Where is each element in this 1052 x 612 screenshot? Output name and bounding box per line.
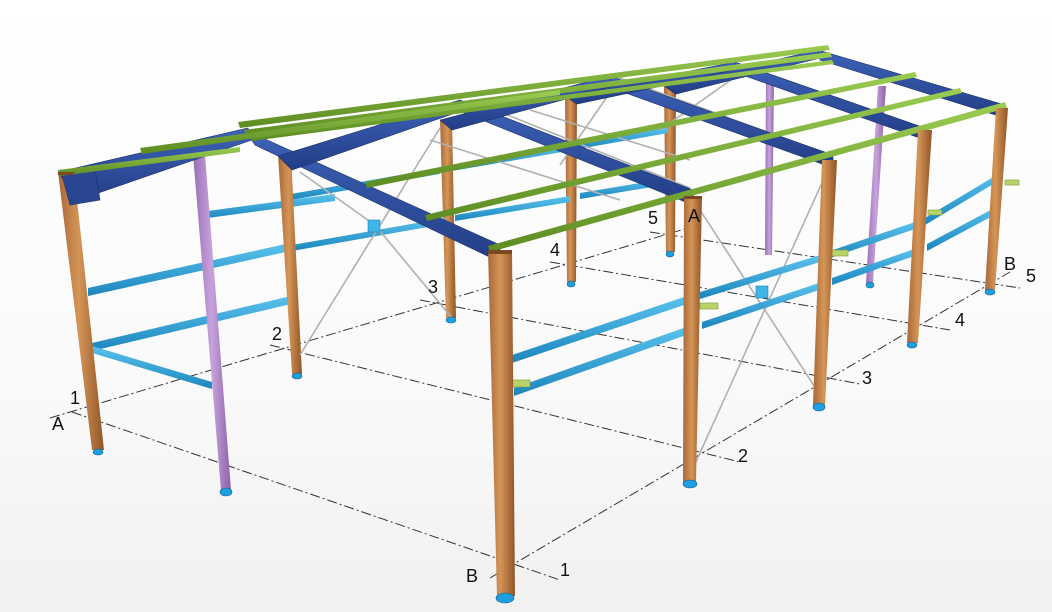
cap-a1 — [58, 172, 74, 175]
column-a2 — [278, 155, 302, 374]
wall-bracing-a-3 — [299, 171, 376, 226]
label-row-b-2: 2 — [738, 446, 748, 466]
label-axis-b-far: B — [1004, 254, 1016, 274]
purlin-ridge-1 — [238, 45, 830, 128]
column-b3 — [813, 160, 837, 405]
cleat-5 — [1004, 179, 1020, 186]
base-a1 — [92, 448, 104, 456]
gable-girt-top — [200, 194, 335, 219]
grid-line-axis-a — [49, 227, 689, 419]
base-a4 — [566, 280, 576, 288]
purlin-eave-a — [58, 147, 240, 176]
grid-line-5 — [649, 231, 1021, 289]
cleat-2 — [699, 302, 719, 310]
label-row-b-3: 3 — [862, 368, 872, 388]
label-axis-a-far: A — [688, 206, 700, 226]
gable-end-1 — [58, 155, 335, 490]
base-post-1 — [219, 487, 233, 497]
cap-b1 — [488, 250, 512, 254]
grid-line-axis-b — [489, 271, 1011, 579]
wall-bracing-a-2 — [374, 224, 453, 319]
gable-post-far-2 — [866, 86, 886, 283]
girt-b-upper-4 — [925, 173, 1000, 225]
gable-girt-mid-2 — [92, 295, 295, 351]
purlin-left-slope — [140, 90, 560, 154]
gable-posts-far — [765, 78, 886, 283]
column-a5 — [664, 86, 676, 252]
cleat-3 — [831, 249, 849, 257]
base-b5 — [984, 288, 996, 296]
label-row-a-2: 2 — [272, 324, 282, 344]
gable-post-1 — [193, 155, 231, 490]
label-row-a-1: 1 — [70, 388, 80, 408]
grid-line-4 — [549, 261, 951, 331]
gable-girt-low — [92, 346, 212, 389]
cleat-4 — [927, 209, 943, 216]
base-b4 — [906, 341, 918, 349]
label-axis-b-near: B — [466, 566, 478, 586]
roof-bracing-5 — [429, 139, 621, 201]
label-row-a-4: 4 — [550, 240, 560, 260]
label-row-b-4: 4 — [955, 310, 965, 330]
node-b — [755, 285, 769, 299]
purlin-right-slope-1 — [365, 72, 917, 188]
base-plates — [92, 250, 996, 604]
wall-bracing-b-2 — [699, 209, 821, 396]
bracing-nodes — [367, 219, 769, 299]
base-b2 — [682, 479, 698, 489]
base-a5 — [665, 250, 675, 258]
cap-b2 — [684, 196, 702, 199]
girt-b-upper-1 — [512, 295, 690, 363]
grid-line-1 — [71, 411, 561, 581]
wall-bracing-a-1 — [299, 127, 441, 356]
girt-a-upper-3 — [578, 127, 668, 149]
girt-cleats — [509, 179, 1020, 388]
base-a2 — [291, 372, 303, 380]
grid-lines — [49, 227, 1021, 581]
column-a1 — [58, 172, 104, 450]
girt-a-lower-1 — [292, 218, 445, 251]
label-row-b-1: 1 — [560, 560, 570, 580]
columns-axis-b — [488, 108, 1008, 596]
gable-girt-mid-1 — [88, 243, 290, 296]
column-b1 — [488, 250, 515, 596]
girts-axis-b — [512, 173, 1000, 396]
girt-b-lower-3 — [832, 248, 917, 285]
purlin-right-slope-2 — [425, 88, 962, 221]
column-b4 — [907, 130, 932, 343]
girt-b-lower-2 — [702, 282, 822, 329]
grid-labels: A A B B 1 2 3 4 5 1 2 3 4 5 — [52, 206, 1036, 586]
node-a — [367, 219, 381, 233]
purlin-ridge-3 — [250, 60, 834, 141]
girt-b-upper-3 — [830, 222, 915, 258]
base-a3 — [445, 316, 457, 324]
gable-post-far-1 — [765, 78, 774, 255]
label-row-a-3: 3 — [428, 277, 438, 297]
column-b5 — [985, 108, 1008, 290]
base-post-far-2 — [865, 281, 875, 289]
girt-a-lower-2 — [455, 196, 570, 221]
label-row-a-5: 5 — [648, 208, 658, 228]
label-axis-a-near: A — [52, 414, 64, 434]
base-b1 — [495, 592, 515, 604]
base-b3 — [812, 402, 826, 412]
purlin-eave-b — [488, 102, 1007, 252]
column-b2 — [683, 196, 702, 482]
purlins — [58, 45, 1007, 252]
column-caps — [58, 172, 702, 254]
girt-b-lower-4 — [927, 205, 1000, 251]
label-row-b-5: 5 — [1026, 266, 1036, 286]
wall-bracing-b-1 — [689, 164, 831, 476]
girt-b-lower-1 — [514, 325, 692, 396]
girt-b-upper-2 — [700, 255, 820, 299]
